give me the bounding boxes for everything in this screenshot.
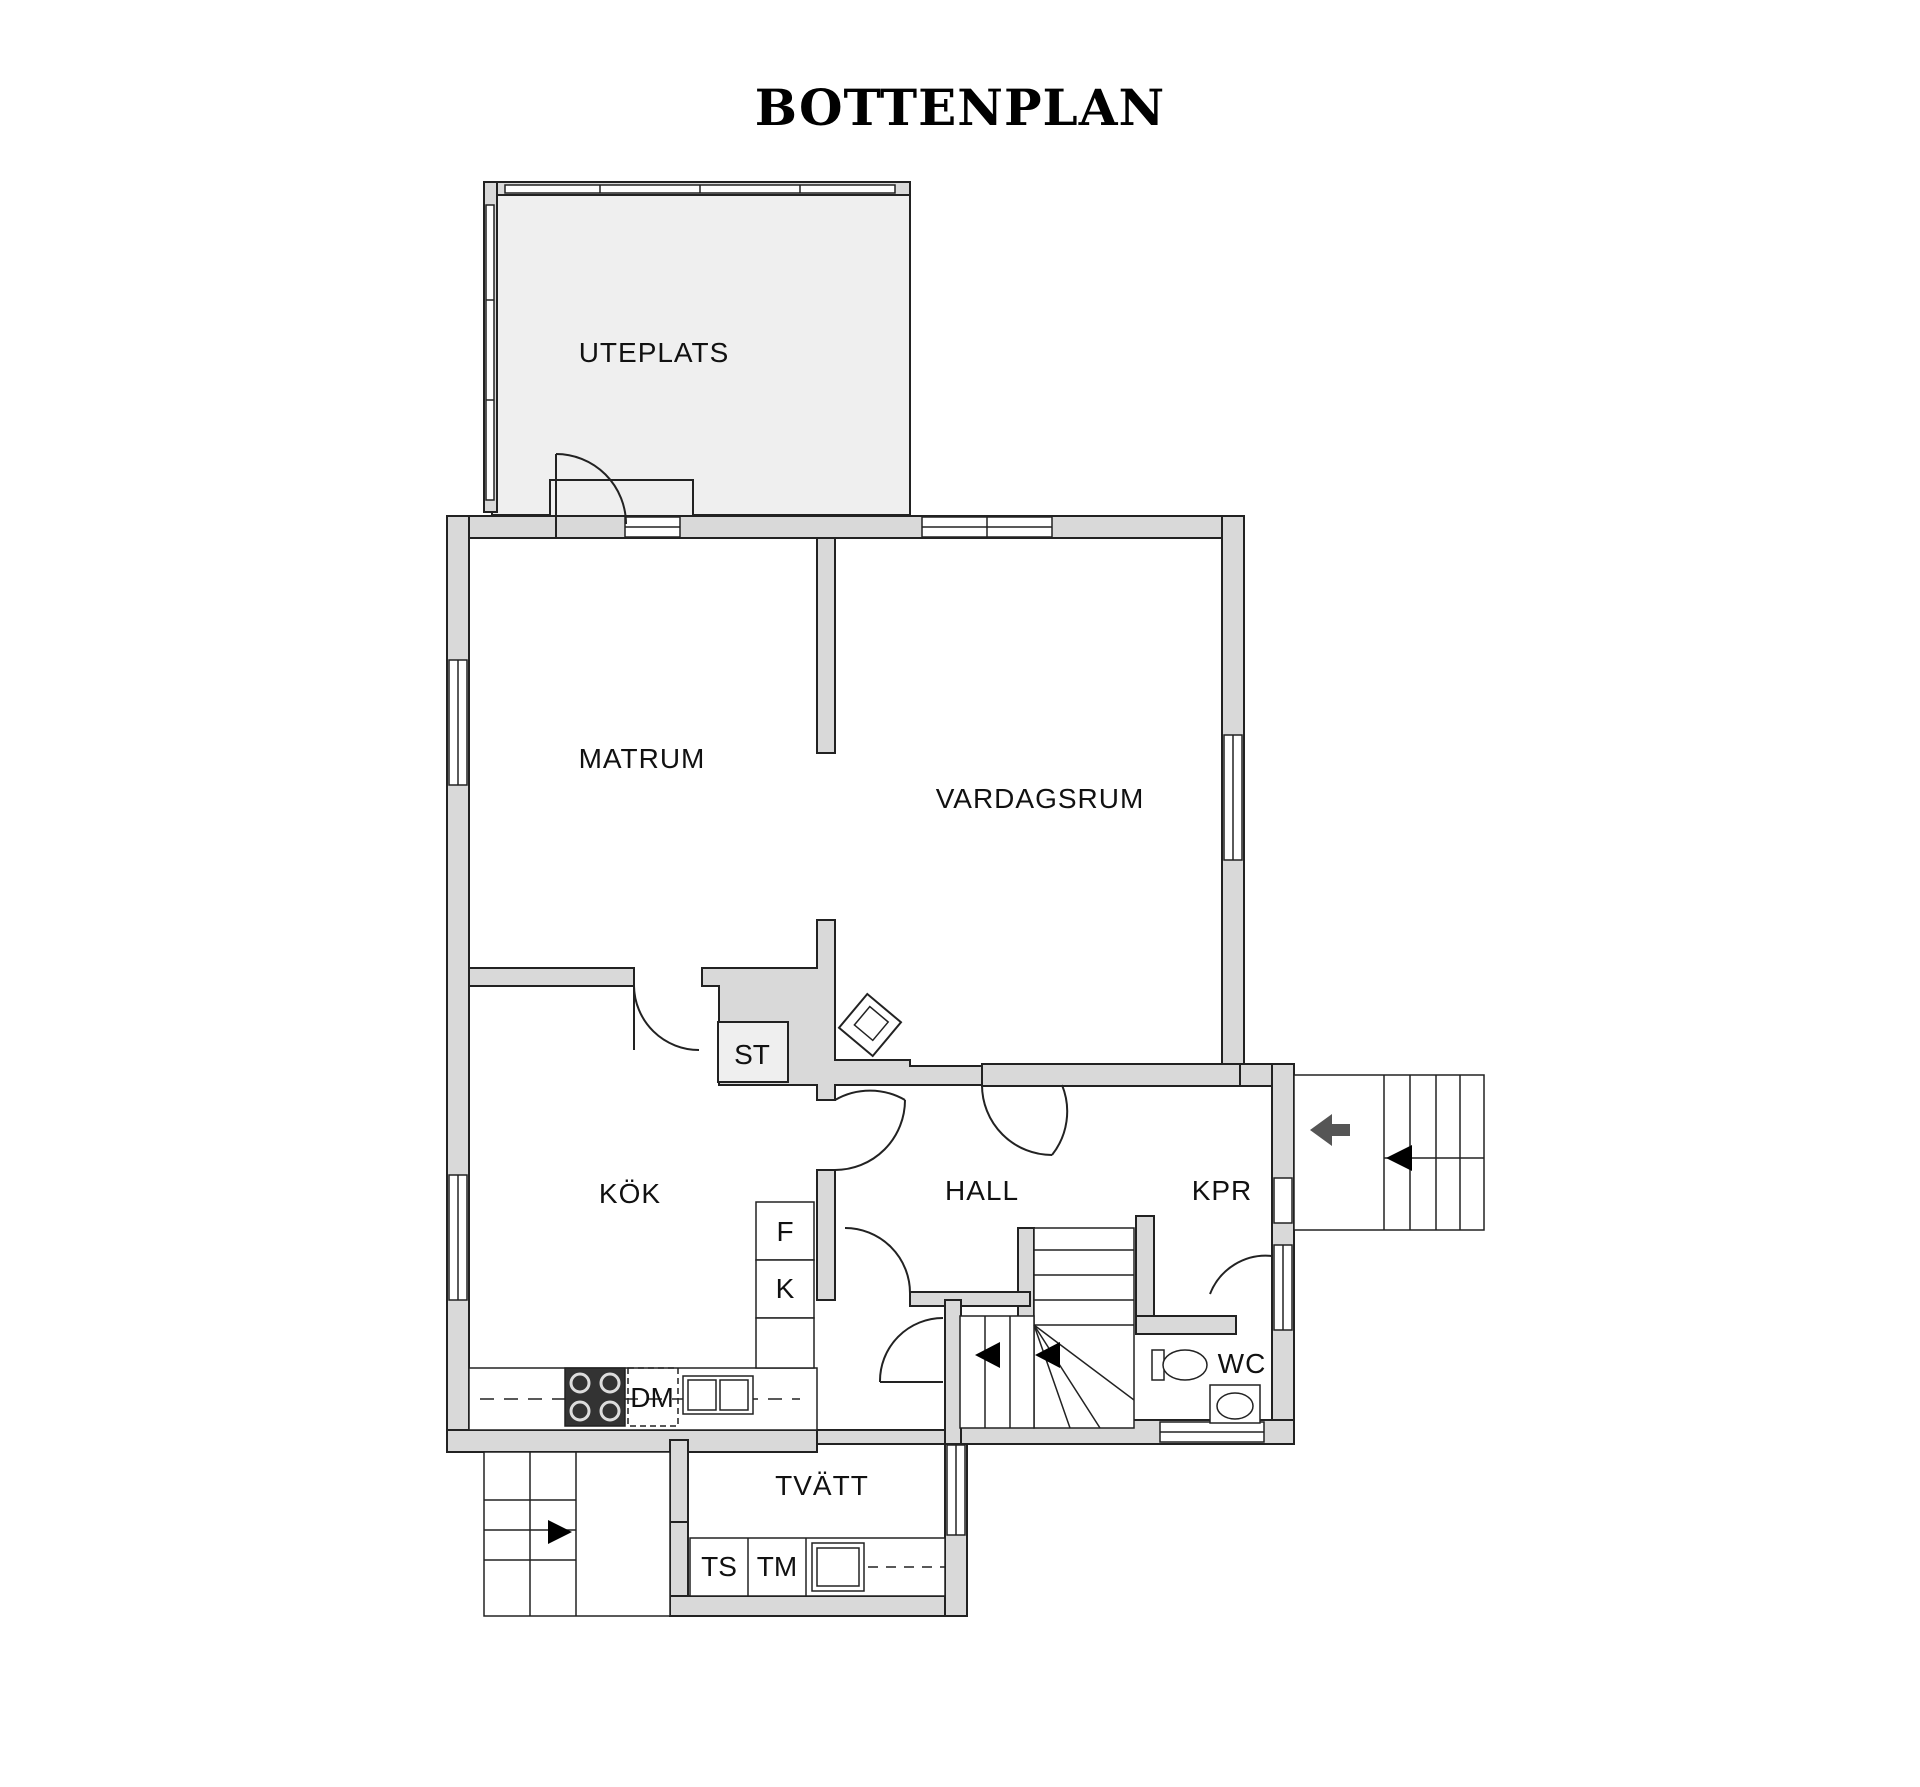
room-label-uteplats: UTEPLATS	[579, 337, 730, 368]
window-icon	[448, 516, 1293, 1536]
terrace	[483, 181, 911, 517]
stair-arrow-icon	[975, 1342, 1060, 1368]
fireplace-icon	[837, 992, 903, 1058]
dishwasher	[627, 1367, 679, 1427]
stove-icon	[564, 1367, 626, 1427]
walls	[446, 515, 1295, 1617]
exterior-stairs	[483, 1451, 671, 1617]
window-icon	[504, 184, 896, 194]
page-title: BOTTENPLAN	[754, 78, 1166, 137]
window-icon	[485, 204, 495, 501]
appliance-label-tm: TM	[757, 1551, 797, 1582]
stair-arrow-icon	[1386, 1145, 1412, 1171]
room-label-kpr: KPR	[1192, 1175, 1253, 1206]
appliance-label-st: ST	[734, 1039, 770, 1070]
kitchen-counter	[468, 1201, 818, 1431]
toilet-icon	[1151, 1349, 1261, 1424]
room-label-hall: HALL	[945, 1175, 1019, 1206]
appliance-label-k: K	[776, 1273, 795, 1304]
appliance-label-dm: DM	[630, 1382, 674, 1413]
storage-box	[717, 1021, 789, 1083]
exterior-stairs	[1293, 1074, 1485, 1231]
sink-icon	[811, 1542, 865, 1592]
room-label-vardagsrum: VARDAGSRUM	[936, 783, 1145, 814]
entry-arrow-icon	[1310, 1114, 1350, 1146]
appliance-label-f: F	[776, 1216, 793, 1247]
room-label-tvatt: TVÄTT	[775, 1470, 869, 1501]
appliance-label-ts: TS	[701, 1551, 737, 1582]
interior-stairs	[959, 1227, 1135, 1429]
sink-icon	[682, 1375, 754, 1415]
room-label-wc: WC	[1218, 1348, 1267, 1379]
room-label-kok: KÖK	[599, 1178, 661, 1209]
room-label-matrum: MATRUM	[579, 743, 706, 774]
stair-arrow-icon	[548, 1520, 572, 1544]
